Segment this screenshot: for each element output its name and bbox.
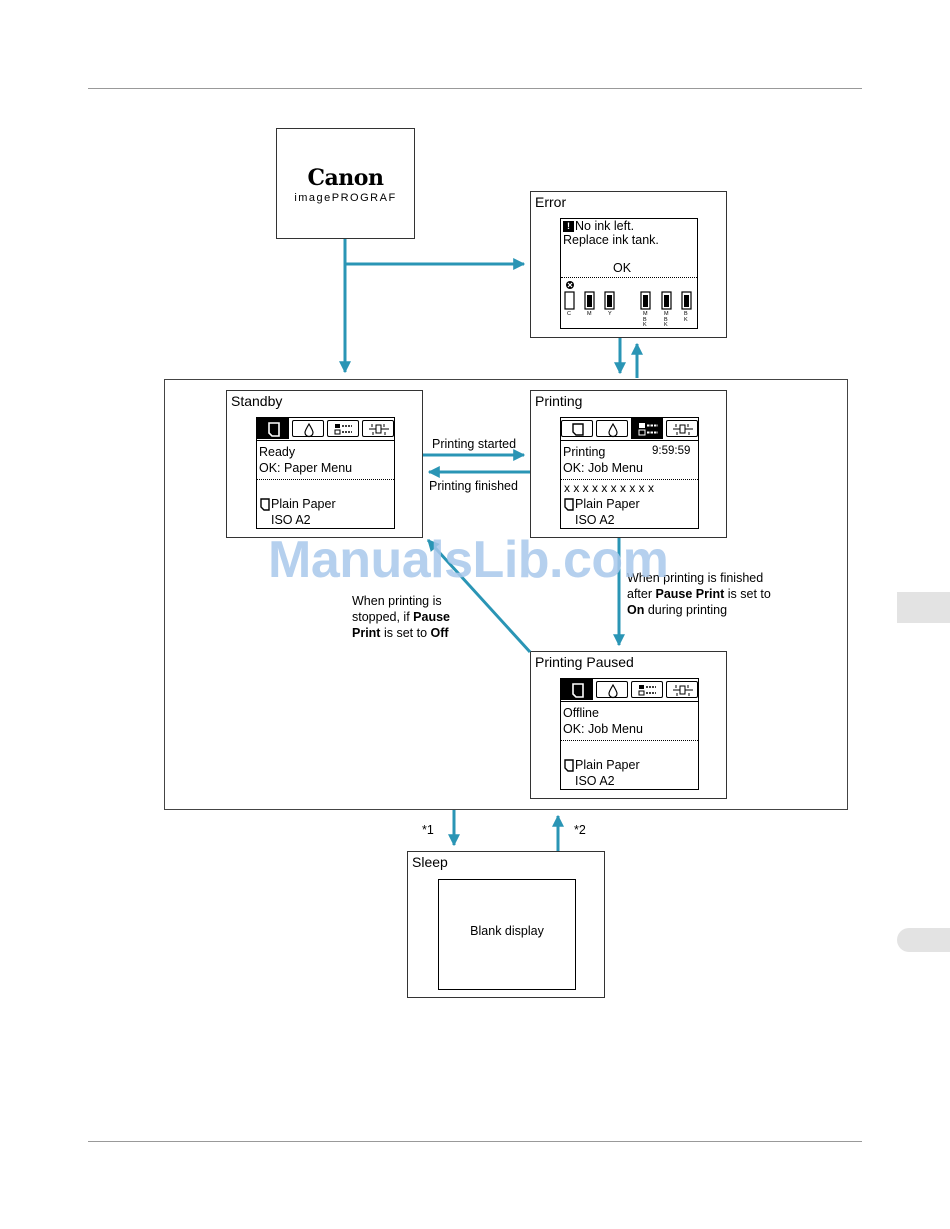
paused-state: Printing Paused Offline OK: Job Menu Pla…: [530, 651, 727, 799]
lcd-tabs: [257, 418, 394, 441]
printing-time: 9:59:59: [652, 445, 691, 457]
tab-settings[interactable]: [362, 420, 394, 437]
error-state: Error ! No ink left. Replace ink tank. O…: [530, 191, 727, 338]
paper-icon: [564, 498, 574, 511]
paper-icon: [564, 759, 574, 772]
error-line2: Replace ink tank.: [563, 233, 659, 247]
note-1: *1: [422, 823, 434, 837]
divider: [561, 479, 698, 480]
label-printing-finished: Printing finished: [429, 479, 518, 493]
standby-lcd: Ready OK: Paper Menu Plain Paper ISO A2: [256, 417, 395, 529]
divider: [561, 740, 698, 741]
paused-line2: OK: Job Menu: [563, 722, 643, 736]
printing-job: x x x x x x x x x x: [564, 481, 655, 495]
ink-tank-icons: [564, 281, 692, 310]
lcd-tabs: [561, 679, 698, 702]
label-line: When printing is: [352, 594, 442, 608]
sleep-title: Sleep: [412, 854, 448, 870]
printing-state: Printing Printing 9:59:59 OK: Job Menu x…: [530, 390, 727, 538]
paused-lcd: Offline OK: Job Menu Plain Paper ISO A2: [560, 678, 699, 790]
error-lcd: ! No ink left. Replace ink tank. OK C M …: [560, 218, 698, 329]
error-title: Error: [535, 194, 567, 210]
printing-size: ISO A2: [575, 513, 615, 527]
ink-labels: C M Y MBK MBK BK: [563, 311, 697, 328]
top-rule: [88, 88, 862, 89]
side-tab[interactable]: [897, 592, 950, 623]
lcd-tabs: [561, 418, 698, 441]
sleep-display: Blank display: [438, 879, 576, 990]
divider: [561, 277, 697, 278]
divider: [257, 479, 394, 480]
tab-paper[interactable]: [561, 420, 593, 437]
watermark: ManualsLib.com: [268, 531, 669, 589]
printing-title: Printing: [535, 393, 583, 409]
tab-ink[interactable]: [596, 420, 628, 438]
standby-paper: Plain Paper: [271, 497, 336, 511]
ink-label: C: [567, 311, 571, 317]
ink-label: MBK: [664, 311, 669, 328]
printing-paper: Plain Paper: [575, 497, 640, 511]
label-line: stopped, if Pause: [352, 610, 450, 624]
ink-label: M: [587, 311, 592, 317]
sleep-state: Sleep Blank display: [407, 851, 605, 998]
printing-line1: Printing: [563, 445, 606, 459]
logo-box: Canon imagePROGRAF: [276, 128, 415, 239]
label-line: When printing is finished: [627, 571, 764, 585]
standby-line2: OK: Paper Menu: [259, 461, 353, 475]
standby-title: Standby: [231, 393, 283, 409]
printing-line2: OK: Job Menu: [563, 461, 643, 475]
ink-label: Y: [608, 311, 612, 317]
tab-job[interactable]: [631, 418, 663, 439]
tab-paper[interactable]: [561, 679, 593, 700]
note-2: *2: [574, 823, 586, 837]
tab-paper[interactable]: [257, 418, 289, 439]
tab-job[interactable]: [327, 420, 359, 437]
paused-title: Printing Paused: [535, 654, 634, 670]
label-finished-pause: When printing is finished after Pause Pr…: [627, 570, 771, 618]
error-ok: OK: [613, 261, 632, 275]
paused-line1: Offline: [563, 706, 599, 720]
tab-ink[interactable]: [596, 681, 628, 699]
standby-line1: Ready: [259, 445, 296, 459]
label-line: after Pause Print is set to: [627, 587, 771, 601]
tab-settings[interactable]: [666, 681, 698, 698]
sleep-display-text: Blank display: [470, 924, 544, 938]
warning-icon: !: [563, 221, 574, 232]
tab-job[interactable]: [631, 681, 663, 698]
tab-ink[interactable]: [292, 420, 324, 438]
ink-label: MBK: [643, 311, 648, 328]
paused-size: ISO A2: [575, 774, 615, 788]
paused-paper: Plain Paper: [575, 758, 640, 772]
side-tab-round[interactable]: [897, 928, 950, 952]
label-stopped: When printing is stopped, if Pause Print…: [352, 593, 450, 641]
bottom-rule: [88, 1141, 862, 1142]
paper-icon: [260, 498, 270, 511]
arrow-paused-to-standby: [426, 538, 532, 654]
error-line1: No ink left.: [575, 219, 635, 233]
label-line: On during printing: [627, 603, 728, 617]
standby-state: Standby Ready OK: Paper Menu Plain Paper…: [226, 390, 423, 538]
printing-lcd: Printing 9:59:59 OK: Job Menu x x x x x …: [560, 417, 699, 529]
tab-settings[interactable]: [666, 420, 698, 437]
standby-size: ISO A2: [271, 513, 311, 527]
label-line: Print is set to Off: [352, 626, 449, 640]
ink-label: BK: [684, 311, 688, 323]
brand-logo: Canon: [307, 165, 384, 191]
product-name: imagePROGRAF: [294, 192, 397, 204]
label-printing-started: Printing started: [432, 437, 517, 451]
